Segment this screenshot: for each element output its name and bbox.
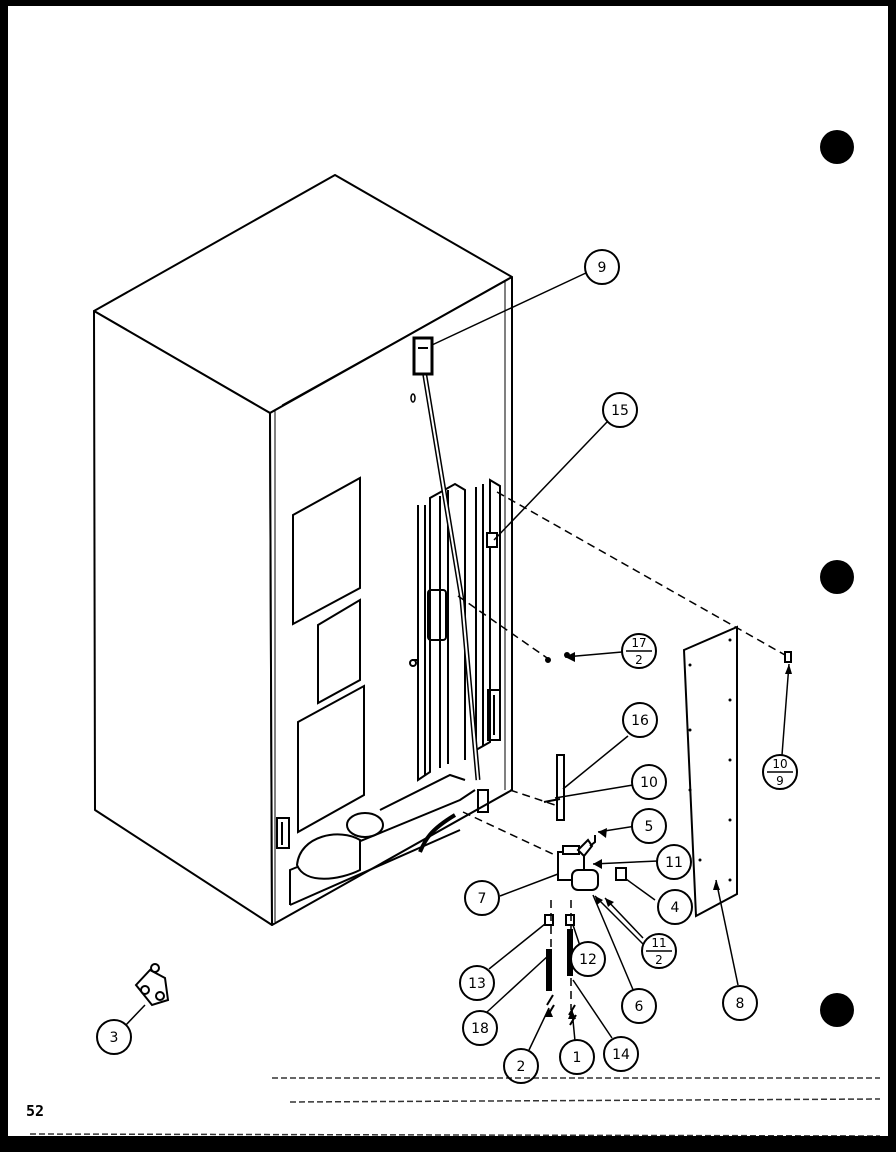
callout-6: 6	[621, 988, 657, 1024]
svg-text:14: 14	[612, 1047, 630, 1063]
svg-text:12: 12	[579, 952, 597, 968]
rear-access-cover-8	[682, 625, 738, 918]
water-tube	[410, 336, 481, 781]
svg-text:1: 1	[573, 1050, 582, 1066]
svg-text:11: 11	[651, 936, 666, 950]
svg-text:10: 10	[772, 757, 787, 771]
leader-lines	[123, 271, 790, 1051]
water-valve-assembly	[557, 838, 627, 891]
svg-text:17: 17	[631, 636, 646, 650]
svg-text:10: 10	[640, 775, 658, 791]
condenser-coil	[409, 478, 501, 782]
callout-7: 7	[464, 880, 500, 916]
svg-text:18: 18	[471, 1021, 489, 1037]
leader-arrowheads	[545, 652, 792, 1019]
tube-clamp-15	[486, 532, 498, 548]
callout-9: 9	[584, 249, 620, 285]
svg-text:11: 11	[665, 855, 683, 871]
callout-8: 8	[722, 985, 758, 1021]
svg-text:4: 4	[671, 900, 680, 916]
callout-10: 10	[631, 764, 667, 800]
callout-16: 16	[622, 702, 658, 738]
svg-text:8: 8	[736, 996, 745, 1012]
callout-10-over-9: 10 9	[762, 754, 798, 790]
svg-text:2: 2	[635, 653, 643, 667]
callout-17-over-2: 17 2	[621, 633, 657, 669]
page-number: 52	[26, 1102, 45, 1120]
callout-5: 5	[631, 808, 667, 844]
svg-text:13: 13	[468, 976, 486, 992]
binder-hole-middle	[820, 560, 854, 594]
callout-14: 14	[603, 1036, 639, 1072]
binder-hole-top	[820, 130, 854, 164]
callout-12: 12	[570, 941, 606, 977]
svg-text:3: 3	[110, 1030, 119, 1046]
binder-hole-bottom	[820, 993, 854, 1027]
callout-11-over-2: 11 2	[641, 933, 677, 969]
svg-text:5: 5	[645, 819, 654, 835]
callout-1: 1	[559, 1039, 595, 1075]
compressor-compartment	[276, 689, 501, 906]
callout-11: 11	[656, 844, 692, 880]
scan-artifacts	[29, 1077, 881, 1137]
svg-text:15: 15	[611, 403, 629, 419]
water-valve-3	[134, 963, 170, 1007]
back-panel-labels	[292, 476, 365, 834]
svg-text:16: 16	[631, 713, 649, 729]
callout-15: 15	[602, 392, 638, 428]
callout-3: 3	[96, 1019, 132, 1055]
svg-text:6: 6	[635, 999, 644, 1015]
svg-text:9: 9	[598, 260, 607, 276]
callout-2: 2	[503, 1048, 539, 1084]
svg-text:7: 7	[478, 891, 487, 907]
cover-screw-holes	[688, 638, 732, 882]
callout-18: 18	[462, 1010, 498, 1046]
callout-13: 13	[459, 965, 495, 1001]
svg-text:9: 9	[776, 774, 784, 788]
svg-text:2: 2	[517, 1059, 526, 1075]
svg-text:2: 2	[655, 953, 663, 967]
callout-4: 4	[657, 889, 693, 925]
